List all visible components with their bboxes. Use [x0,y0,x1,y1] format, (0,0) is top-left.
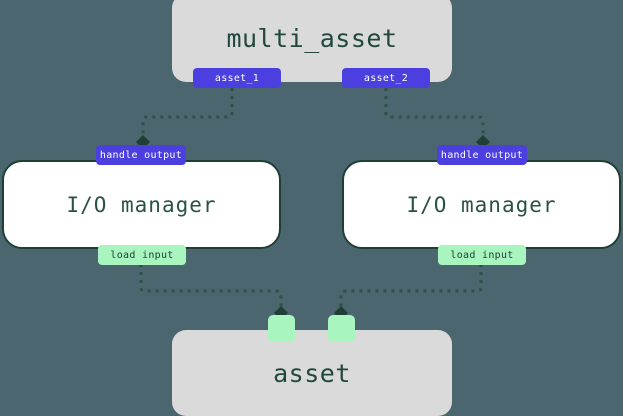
node-asset-label: asset [273,358,351,388]
output-tag-asset-2-label: asset_2 [363,72,409,84]
edge-load-input-left-to-asset-port-left [139,264,283,308]
handle-output-tag-left[interactable]: handle output [96,145,186,165]
output-tag-asset-1-label: asset_1 [214,72,260,84]
edge-load-input-right-to-asset-port-right [339,264,483,308]
node-io-manager-right[interactable]: I/O manager [342,160,621,249]
handle-output-tag-right[interactable]: handle output [437,145,527,165]
node-io-manager-right-label: I/O manager [406,192,557,217]
node-io-manager-left[interactable]: I/O manager [2,160,281,249]
load-input-tag-right[interactable]: load input [438,245,526,265]
load-input-tag-left[interactable]: load input [98,245,186,265]
handle-output-tag-left-label: handle output [99,149,183,161]
node-io-manager-left-label: I/O manager [66,192,217,217]
node-multi-asset-label: multi_asset [226,23,398,53]
edge-asset2-to-handle-output-right [384,88,485,137]
output-tag-asset-1[interactable]: asset_1 [193,68,281,88]
load-input-tag-left-label: load input [110,249,174,261]
edge-asset1-to-handle-output-left [141,88,234,137]
node-asset[interactable]: asset [172,330,452,416]
asset-port-left[interactable] [268,315,295,342]
handle-output-tag-right-label: handle output [440,149,524,161]
asset-port-right[interactable] [328,315,355,342]
output-tag-asset-2[interactable]: asset_2 [342,68,430,88]
load-input-tag-right-label: load input [450,249,514,261]
